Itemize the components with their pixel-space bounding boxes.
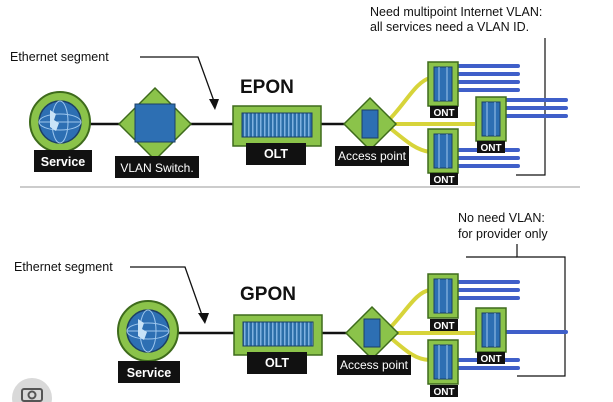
gpon-service-label: Service	[127, 366, 172, 380]
gpon-olt-label: OLT	[265, 356, 289, 370]
epon-ont-label-1: ONT	[433, 108, 454, 119]
gpon-ont-icon	[427, 339, 459, 385]
epon-ont-label-2: ONT	[480, 143, 501, 154]
epon-ap-label: Access point	[338, 149, 407, 163]
epon-title: EPON	[240, 77, 294, 98]
camera-icon[interactable]	[12, 378, 52, 402]
gpon-ont-label-1: ONT	[433, 321, 454, 332]
gpon-ethernet-pointer	[130, 266, 204, 319]
gpon-ont-badge	[477, 352, 505, 364]
vlan-switch-label: VLAN Switch.	[120, 161, 193, 175]
epon-ont-icon	[427, 61, 459, 107]
gpon-service-badge	[118, 361, 180, 383]
epon-ethernet-label: Ethernet segment	[10, 50, 109, 64]
gpon-ont-label-3: ONT	[433, 387, 454, 398]
gpon-olt-rack	[242, 321, 314, 347]
epon-section: Need multipoint Internet VLAN: all servi…	[10, 5, 568, 186]
epon-ont-badge	[430, 173, 458, 185]
epon-note-line2: all services need a VLAN ID.	[370, 20, 529, 34]
gpon-title: GPON	[240, 284, 296, 305]
gpon-pointer-arrowhead	[198, 313, 209, 324]
epon-splitter-screen	[361, 109, 379, 139]
gpon-section: No need VLAN: for provider only Ethernet…	[14, 211, 568, 398]
vlan-switch-badge	[115, 156, 199, 178]
gpon-ont-badge	[430, 385, 458, 397]
vlan-switch-screen	[134, 103, 176, 143]
gpon-ont-icon	[475, 307, 507, 353]
epon-globe-icon	[29, 91, 91, 153]
epon-service-badge	[34, 150, 92, 172]
gpon-splitter-screen	[363, 318, 381, 348]
gpon-note-line1: No need VLAN:	[458, 211, 545, 225]
epon-ont-badge	[430, 106, 458, 118]
gpon-note-bracket	[516, 244, 566, 377]
epon-note-line1: Need multipoint Internet VLAN:	[370, 5, 542, 19]
epon-olt-badge	[246, 143, 306, 165]
epon-ap-badge	[335, 146, 409, 166]
gpon-ont-badge	[430, 319, 458, 331]
epon-pointer-arrowhead	[209, 99, 219, 110]
epon-service-label: Service	[41, 155, 86, 169]
gpon-ethernet-label: Ethernet segment	[14, 260, 113, 274]
gpon-ap-badge	[337, 355, 411, 375]
epon-ethernet-pointer	[140, 56, 216, 105]
gpon-ont-icon	[427, 273, 459, 319]
gpon-globe-icon	[117, 300, 179, 362]
epon-ont-badge	[477, 141, 505, 153]
epon-olt-label: OLT	[264, 147, 288, 161]
gpon-ont-label-2: ONT	[480, 354, 501, 365]
epon-olt-rack	[241, 112, 313, 138]
epon-note-bracket	[516, 38, 546, 176]
epon-ont-icon	[475, 96, 507, 142]
epon-ont-icon	[427, 128, 459, 174]
gpon-ap-label: Access point	[340, 358, 409, 372]
epon-ont-label-3: ONT	[433, 175, 454, 186]
gpon-note-line2: for provider only	[458, 227, 548, 241]
gpon-olt-badge	[247, 352, 307, 374]
